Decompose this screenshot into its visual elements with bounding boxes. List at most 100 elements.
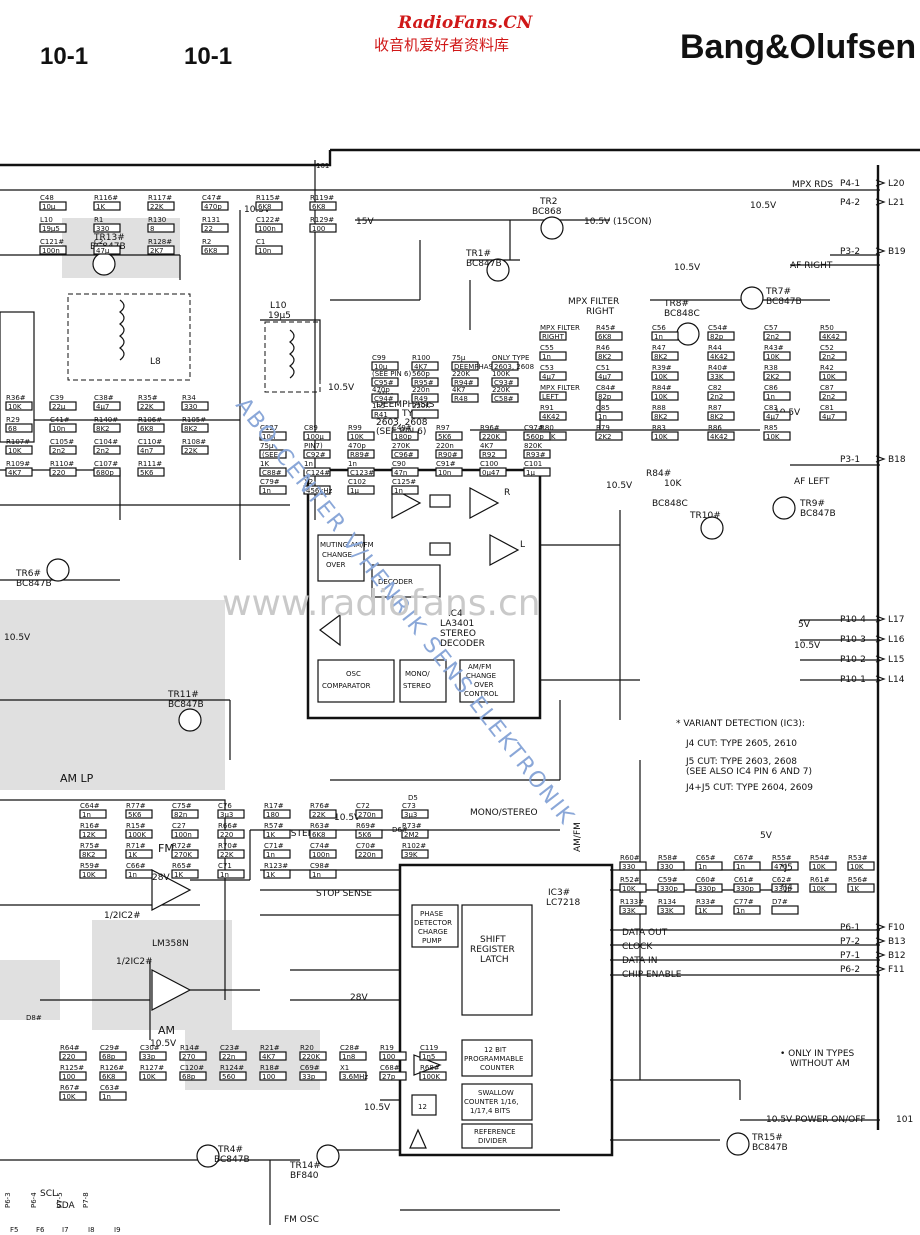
component-body — [619, 883, 647, 893]
component-value: 5K6 — [140, 469, 154, 477]
connector-pin: P7-2 — [840, 937, 860, 947]
ic3-chip-enable: CHIP ENABLE — [622, 970, 682, 980]
component-ref: 4K7 — [452, 386, 466, 394]
component-body — [309, 849, 337, 859]
ic2-top-label: 1/2IC2# — [104, 911, 141, 921]
component-body — [309, 201, 337, 211]
component-body — [451, 361, 479, 371]
component-value: 100 — [312, 225, 325, 233]
component-ref: R46 — [596, 344, 610, 352]
component-left-6: C41#10n — [49, 416, 77, 433]
component-body — [707, 391, 735, 401]
component-body — [263, 849, 291, 859]
component-ref: C70# — [356, 842, 376, 850]
component-ref: R106# — [138, 416, 162, 424]
component-body — [5, 423, 33, 433]
component-body — [179, 1051, 207, 1061]
component-ref: C53 — [540, 364, 554, 372]
component-body — [479, 467, 507, 477]
component-body — [303, 467, 331, 477]
component-body — [819, 411, 847, 421]
component-value: 8K2 — [710, 413, 724, 421]
ic3-div12 — [411, 1094, 437, 1116]
component-ref: R69# — [356, 822, 376, 830]
component-body — [411, 409, 439, 419]
component-value: 10K — [62, 1093, 76, 1101]
component-body — [651, 391, 679, 401]
component-body — [179, 1071, 207, 1081]
label-af-right: AF RIGHT — [790, 261, 833, 271]
component-body — [79, 809, 107, 819]
ic3-phase-label-1: PHASE — [420, 910, 443, 918]
ic4-pin-l: L — [520, 540, 525, 550]
component-ref: C38# — [94, 394, 114, 402]
component-body — [401, 809, 429, 819]
component-bottom-4: C23#22n — [219, 1044, 247, 1061]
component-right-14: R133#33K — [619, 898, 647, 915]
component-lower-1: R77#5K6 — [125, 802, 153, 819]
left-module-box — [0, 311, 35, 443]
svg-text:TR9#: TR9# — [799, 499, 825, 509]
component-top-4: R115#6K8 — [255, 194, 283, 211]
label-10v5-f: 10.5V — [674, 263, 701, 273]
component-body — [147, 201, 175, 211]
transistor-tr9: TR9# BC847B — [772, 496, 836, 520]
component-right-0: R60#330 — [619, 854, 647, 871]
wire-p10 — [800, 619, 880, 681]
component-body — [5, 467, 33, 477]
component-ref: R65# — [172, 862, 192, 870]
component-ref: R35# — [138, 394, 158, 402]
component-body — [263, 809, 291, 819]
component-ref: R123# — [264, 862, 288, 870]
component-value: 39K — [404, 851, 418, 859]
component-body — [303, 449, 331, 459]
component-ref: R131 — [202, 216, 220, 224]
wire-am-lp — [0, 699, 231, 760]
component-value: 6K8 — [102, 1073, 116, 1081]
component-ref: C73 — [402, 802, 416, 810]
component-body — [171, 829, 199, 839]
component-value: 2n2 — [52, 447, 65, 455]
component-body — [259, 1051, 287, 1061]
connector-net: L17 — [888, 615, 904, 625]
watermark-site-cn: 收音机爱好者资料库 — [374, 36, 509, 54]
connector-arrow — [875, 635, 886, 643]
component-value: 1n — [766, 393, 775, 401]
component-ref: L10 — [40, 216, 53, 224]
component-body — [137, 401, 165, 411]
component-value: 6K8 — [258, 203, 272, 211]
component-value: 10K — [8, 403, 22, 411]
component-body — [137, 445, 165, 455]
component-body — [217, 809, 245, 819]
component-ref: C86 — [764, 384, 778, 392]
transistor-tr2: TR2 BC868 — [532, 197, 564, 240]
component-value: 330p — [736, 885, 754, 893]
component-value: 1K — [96, 203, 105, 211]
component-ref: R134 — [658, 898, 677, 906]
component-ref: C79# — [260, 478, 280, 486]
net-101-right: 101 — [896, 1115, 913, 1125]
component-ic4_side-3: C49#180p — [391, 424, 419, 441]
component-body — [771, 905, 799, 915]
svg-text:BC847B: BC847B — [800, 509, 836, 519]
component-value: 330 — [660, 863, 673, 871]
component-right-16: R33#1K — [695, 898, 723, 915]
component-body — [49, 467, 77, 477]
component-ref: R76# — [310, 802, 330, 810]
component-body — [391, 431, 419, 441]
wire-left-vertical — [0, 799, 226, 1000]
component-value: 22 — [204, 225, 213, 233]
component-body — [259, 485, 287, 495]
component-top-12: C121#100n — [39, 238, 67, 255]
